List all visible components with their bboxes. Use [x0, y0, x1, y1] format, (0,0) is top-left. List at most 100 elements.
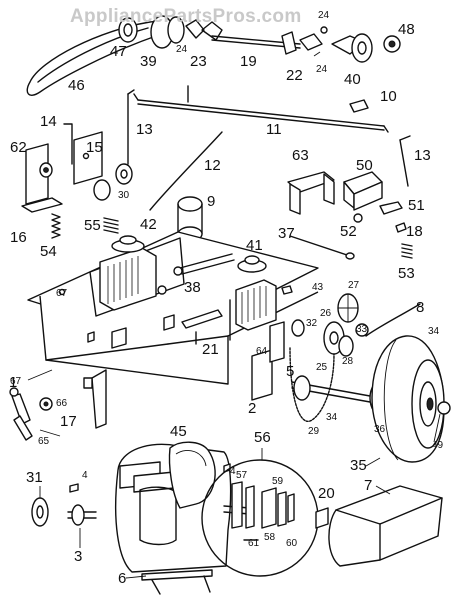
shaft-38 [173, 253, 235, 276]
callout-24a: 24 [176, 44, 188, 55]
callout-33: 33 [356, 324, 368, 335]
callout-42: 42 [140, 216, 157, 233]
callout-47: 47 [110, 43, 127, 60]
gearbox-41 [235, 255, 277, 331]
callout-6: 6 [118, 570, 126, 587]
callout-45: 45 [170, 423, 187, 440]
callout-52: 52 [340, 223, 357, 240]
callout-4a: 4 [82, 470, 88, 481]
callout-63: 63 [292, 147, 309, 164]
callout-41: 41 [246, 237, 263, 254]
callout-61: 61 [248, 538, 260, 549]
callout-37: 37 [278, 225, 295, 242]
callout-36: 36 [374, 424, 386, 435]
callout-10: 10 [380, 88, 397, 105]
latch-51 [379, 201, 403, 215]
watermark-text: AppliancePartsPros.com [70, 6, 302, 27]
spring-54 [51, 213, 61, 239]
cable-8 [365, 303, 421, 337]
sprocket-27 [337, 293, 359, 323]
detail-circle-56 [201, 459, 319, 577]
callout-35: 35 [350, 457, 367, 474]
callout-34a: 34 [428, 326, 440, 337]
callout-50: 50 [356, 157, 373, 174]
callout-3: 3 [74, 548, 82, 565]
belt-guard-45 [168, 441, 216, 509]
bushing-30 [93, 163, 133, 201]
callout-9: 9 [207, 193, 215, 210]
chain-29 [289, 325, 335, 423]
callout-46: 46 [68, 77, 85, 94]
callout-22: 22 [286, 67, 303, 84]
part-62 [39, 162, 53, 178]
callout-28: 28 [342, 356, 354, 367]
callout-21: 21 [202, 341, 219, 358]
nut-67-left [9, 387, 19, 397]
lever-13-right [399, 135, 411, 187]
callout-25: 25 [316, 362, 328, 373]
bracket-17 [83, 369, 107, 429]
cover-7 [328, 485, 443, 567]
callout-labels: 1 2 3 4 4 5 6 7 8 9 10 11 12 13 13 14 15… [9, 10, 444, 587]
callout-56: 56 [254, 429, 271, 446]
callout-12: 12 [204, 157, 221, 174]
gearbox-42 [99, 235, 167, 311]
bracket-64 [269, 321, 285, 363]
bracket-16 [21, 143, 63, 213]
lever-65 [11, 393, 33, 441]
callout-53: 53 [398, 265, 415, 282]
part-33 [355, 323, 369, 337]
callout-58: 58 [264, 532, 276, 543]
cap-49 [437, 401, 451, 415]
callout-14: 14 [40, 113, 57, 130]
part-50 [343, 171, 383, 211]
callout-19: 19 [240, 53, 257, 70]
sprocket-32 [291, 319, 305, 337]
callout-2: 2 [248, 400, 256, 417]
callout-49: 49 [432, 440, 444, 451]
spring-55 [103, 217, 119, 234]
callout-29: 29 [308, 426, 320, 437]
rod-12 [149, 131, 223, 211]
pulley-39-assembly [150, 15, 223, 49]
shaft-3 [67, 504, 97, 526]
callout-1: 1 [9, 374, 17, 391]
callout-43: 43 [312, 282, 324, 293]
callout-67b: 67 [56, 288, 68, 299]
callout-30: 30 [118, 190, 130, 201]
callout-64: 64 [256, 346, 268, 357]
bracket-2 [251, 349, 273, 401]
callout-66: 66 [56, 398, 68, 409]
callout-18: 18 [406, 223, 423, 240]
rod-14 [63, 123, 73, 165]
callout-38: 38 [184, 279, 201, 296]
bracket-10 [349, 99, 369, 113]
bolt-18 [395, 222, 407, 233]
part-48 [383, 35, 401, 53]
callout-57: 57 [236, 470, 248, 481]
bracket-22 [281, 26, 328, 57]
callout-48: 48 [398, 21, 415, 38]
callout-60: 60 [286, 538, 298, 549]
callout-7: 7 [364, 477, 372, 494]
callout-13b: 13 [414, 147, 431, 164]
pulley-47 [118, 17, 138, 43]
callout-23: 23 [190, 53, 207, 70]
screw-52 [353, 213, 363, 223]
callout-16: 16 [10, 229, 27, 246]
callout-31: 31 [26, 469, 43, 486]
callout-24c: 24 [318, 10, 330, 21]
callout-4b: 4 [230, 466, 236, 477]
bolt-43 [281, 285, 293, 295]
callout-67a: 67 [10, 376, 22, 387]
callout-8: 8 [416, 299, 424, 316]
callout-59: 59 [272, 476, 284, 487]
callout-54: 54 [40, 243, 57, 260]
callout-20: 20 [318, 485, 335, 502]
callout-32: 32 [306, 318, 318, 329]
lever-13-left [127, 89, 135, 165]
callout-13a: 13 [136, 121, 153, 138]
callout-26: 26 [320, 308, 332, 319]
key-4 [69, 483, 79, 493]
callout-62: 62 [10, 139, 27, 156]
